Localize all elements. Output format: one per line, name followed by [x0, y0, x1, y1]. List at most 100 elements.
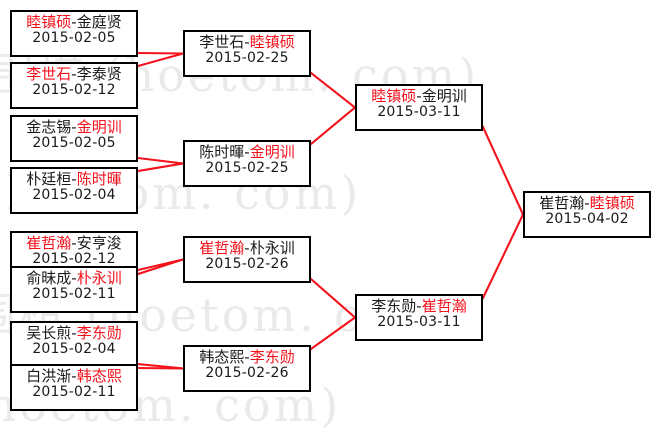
match-loser: 金明训 [421, 87, 467, 105]
player-separator: - [71, 269, 77, 287]
bracket-connector [481, 213, 525, 300]
match-winner: 崔哲瀚 [199, 239, 245, 257]
player-separator: - [71, 65, 77, 83]
match-players: 崔哲瀚-睦镇硕 [525, 195, 649, 212]
match-winner: 崔哲瀚 [421, 297, 467, 315]
match-players: 韩态熙-李东勋 [185, 349, 309, 366]
match-players: 金志锡-金明训 [12, 119, 136, 136]
match-winner: 睦镇硕 [371, 87, 417, 105]
match-winner: 陈时暉 [76, 170, 122, 188]
bracket-connector [136, 162, 185, 173]
bracket-connector [309, 71, 357, 109]
match-winner: 崔哲瀚 [26, 234, 72, 252]
bracket-connector [136, 156, 185, 165]
match-date: 2015-02-11 [32, 383, 116, 400]
match-loser: 李泰贤 [76, 65, 122, 83]
match-winner: 李世石 [26, 65, 72, 83]
player-separator: - [416, 87, 422, 105]
match-date: 2015-02-05 [32, 29, 116, 46]
player-separator: - [244, 348, 250, 366]
match-loser: 陈时暉 [199, 143, 245, 161]
match-loser: 李世石 [199, 33, 245, 51]
player-separator: - [71, 118, 77, 136]
match-players: 睦镇硕-金明训 [357, 88, 481, 105]
match-players: 吴长煎-李东勋 [12, 325, 136, 342]
match-loser: 金志锡 [26, 118, 72, 136]
match-date: 2015-02-12 [32, 81, 116, 98]
match-loser: 吴长煎 [26, 324, 72, 342]
match-loser: 韩态熙 [199, 348, 245, 366]
match-date: 2015-02-26 [205, 364, 289, 381]
match-loser: 朴永训 [249, 239, 295, 257]
match-loser: 金庭贤 [76, 13, 122, 31]
match-date: 2015-02-26 [205, 255, 289, 272]
match-date: 2015-02-12 [32, 250, 116, 267]
match-winner: 睦镇硕 [589, 194, 635, 212]
player-separator: - [71, 367, 77, 385]
player-separator: - [584, 194, 590, 212]
bracket-connector [136, 52, 185, 68]
match-date: 2015-04-02 [545, 210, 629, 227]
match-players: 陈时暉-金明训 [185, 144, 309, 161]
match-winner: 睦镇硕 [26, 13, 72, 31]
match-winner: 朴永训 [76, 269, 122, 287]
match-loser: 朴廷桓 [26, 170, 72, 188]
match-loser: 崔哲瀚 [539, 194, 585, 212]
match-players: 朴廷桓-陈时暉 [12, 171, 136, 188]
match-loser: 白洪渐 [26, 367, 72, 385]
player-separator: - [71, 170, 77, 188]
bracket-connector [136, 258, 185, 276]
bracket-connector [136, 366, 185, 370]
match-winner: 睦镇硕 [249, 33, 295, 51]
match-date: 2015-03-11 [377, 313, 461, 330]
bracket-connector [481, 125, 525, 216]
match-winner: 金明训 [76, 118, 122, 136]
match-date: 2015-03-11 [377, 103, 461, 120]
match-players: 李世石-李泰贤 [12, 66, 136, 83]
player-separator: - [244, 33, 250, 51]
match-loser: 安亨浚 [76, 234, 122, 252]
player-separator: - [244, 239, 250, 257]
bracket-connector [136, 362, 185, 370]
bracket-connector [309, 316, 357, 351]
match-winner: 金明训 [249, 143, 295, 161]
player-separator: - [71, 324, 77, 342]
match-winner: 李东勋 [249, 348, 295, 366]
match-date: 2015-02-11 [32, 285, 116, 302]
player-separator: - [416, 297, 422, 315]
match-date: 2015-02-04 [32, 340, 116, 357]
match-date: 2015-02-05 [32, 134, 116, 151]
match-players: 李世石-睦镇硕 [185, 34, 309, 51]
bracket-connector [136, 258, 185, 272]
bracket-connector [309, 277, 357, 319]
player-separator: - [71, 13, 77, 31]
match-date: 2015-02-25 [205, 49, 289, 66]
match-players: 睦镇硕-金庭贤 [12, 14, 136, 31]
match-players: 崔哲瀚-安亨浚 [12, 235, 136, 252]
match-date: 2015-02-04 [32, 186, 116, 203]
bracket-connector [136, 51, 185, 55]
player-separator: - [244, 143, 250, 161]
match-players: 李东勋-崔哲瀚 [357, 298, 481, 315]
match-winner: 李东勋 [76, 324, 122, 342]
match-players: 俞昧成-朴永训 [12, 270, 136, 287]
match-players: 白洪渐-韩态熙 [12, 368, 136, 385]
match-loser: 李东勋 [371, 297, 417, 315]
match-winner: 韩态熙 [76, 367, 122, 385]
match-date: 2015-02-25 [205, 159, 289, 176]
